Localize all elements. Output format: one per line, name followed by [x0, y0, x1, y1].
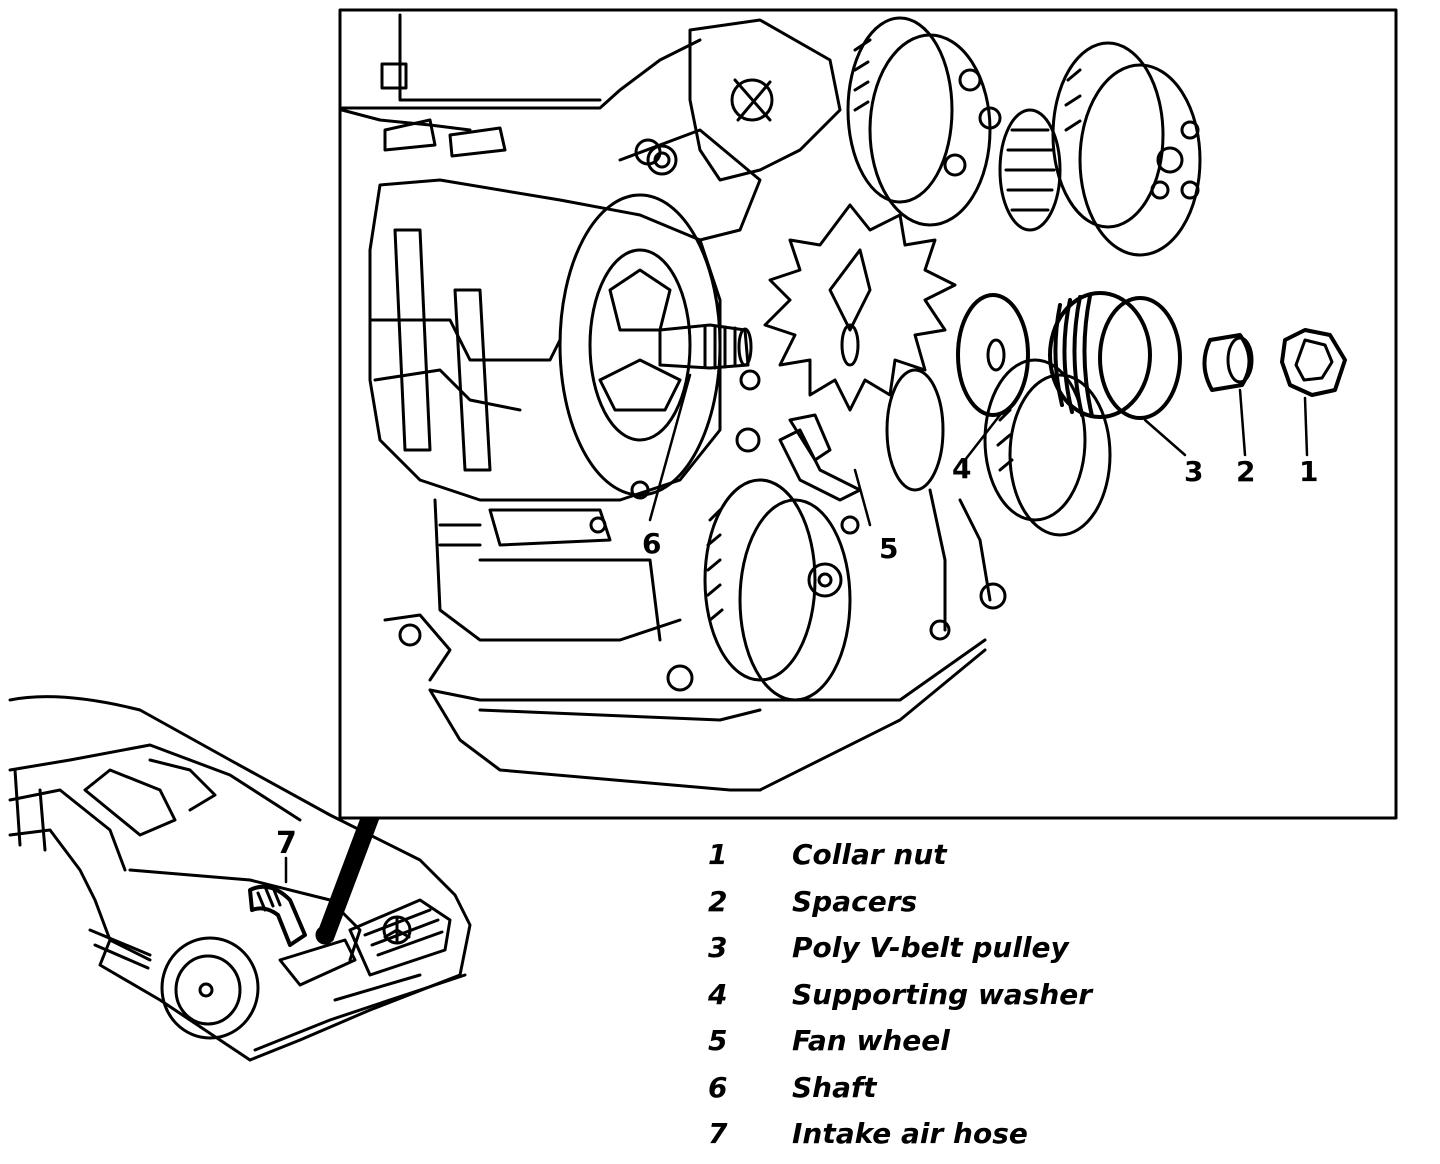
- leader-2: [1238, 388, 1247, 457]
- legend-label: Poly V-belt pulley: [792, 931, 1069, 964]
- legend-item: 5 Fan wheel: [700, 1024, 1160, 1071]
- callout-intake-air-hose: 7: [276, 826, 297, 861]
- legend-number: 3: [708, 931, 728, 964]
- legend-item: 2 Spacers: [700, 885, 1160, 932]
- callout-collar-nut: 1: [1299, 455, 1318, 488]
- leader-3: [1143, 418, 1187, 457]
- legend-item: 3 Poly V-belt pulley: [700, 931, 1160, 978]
- legend-item: 6 Shaft: [700, 1071, 1160, 1118]
- legend-label: Intake air hose: [792, 1117, 1028, 1150]
- leader-1: [1303, 396, 1309, 457]
- legend-number: 4: [708, 977, 728, 1011]
- legend-label: Collar nut: [792, 838, 947, 871]
- callout-supporting-washer: 4: [952, 452, 971, 485]
- callout-fan-wheel: 5: [879, 532, 898, 565]
- engine-detail-box: [338, 8, 1398, 820]
- legend-number: 2: [708, 884, 728, 918]
- vehicle-illustration: [8, 695, 472, 1062]
- leader-5: [853, 468, 872, 527]
- legend-number: 5: [708, 1024, 728, 1057]
- leader-4: [963, 413, 1002, 462]
- legend-label: Spacers: [792, 884, 918, 918]
- legend-number: 1: [708, 838, 728, 871]
- legend-label: Fan wheel: [792, 1024, 950, 1057]
- poly-v-belt-pulley-part: [1048, 291, 1182, 420]
- legend-label: Shaft: [792, 1070, 877, 1104]
- callout-poly-v-belt-pulley: 3: [1184, 455, 1203, 488]
- callout-spacers: 2: [1236, 455, 1255, 488]
- legend-number: 7: [708, 1117, 728, 1150]
- fan-wheel-part: [763, 203, 957, 502]
- legend-item: 7 Intake air hose: [700, 1117, 1160, 1164]
- parts-legend: 1 Collar nut 2 Spacers 3 Poly V-belt pul…: [700, 838, 1160, 1164]
- leader-6: [648, 373, 692, 522]
- legend-item: 4 Supporting washer: [700, 978, 1160, 1025]
- callout-shaft: 6: [642, 527, 661, 560]
- legend-item: 1 Collar nut: [700, 838, 1160, 885]
- legend-number: 6: [708, 1070, 728, 1104]
- legend-label: Supporting washer: [792, 977, 1093, 1011]
